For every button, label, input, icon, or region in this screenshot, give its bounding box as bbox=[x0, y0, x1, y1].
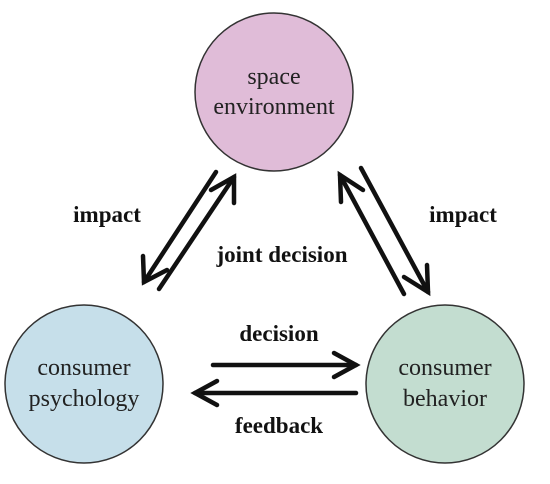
space-environment-label-line2: environment bbox=[213, 94, 335, 120]
edge-label-right-impact: impact bbox=[429, 202, 497, 227]
arrow-behavior-to-space bbox=[337, 170, 407, 297]
space-environment-circle bbox=[194, 12, 354, 172]
space-environment-label-line1: space bbox=[247, 64, 300, 90]
edge-label-feedback: feedback bbox=[235, 413, 323, 438]
node-consumer-behavior: consumer behavior bbox=[365, 304, 525, 464]
edge-label-joint-decision: joint decision bbox=[216, 242, 348, 267]
arrow-psychology-to-space bbox=[156, 173, 237, 292]
arrow-feedback bbox=[190, 378, 359, 408]
edge-label-decision: decision bbox=[239, 321, 318, 346]
arrow-space-to-psychology bbox=[140, 169, 219, 286]
node-space-environment: space environment bbox=[194, 12, 354, 172]
consumer-behavior-label-line1: consumer bbox=[398, 355, 491, 381]
consumer-behavior-circle bbox=[365, 304, 525, 464]
node-consumer-psychology: consumer psychology bbox=[4, 304, 164, 464]
arrow-space-to-behavior bbox=[358, 165, 431, 297]
edge-label-left-impact: impact bbox=[73, 202, 141, 227]
consumer-behavior-label-line2: behavior bbox=[403, 386, 487, 412]
arrow-decision bbox=[210, 350, 361, 380]
consumer-psychology-label-line1: consumer bbox=[37, 355, 130, 381]
consumer-psychology-label-line2: psychology bbox=[29, 386, 140, 412]
consumer-psychology-circle bbox=[4, 304, 164, 464]
